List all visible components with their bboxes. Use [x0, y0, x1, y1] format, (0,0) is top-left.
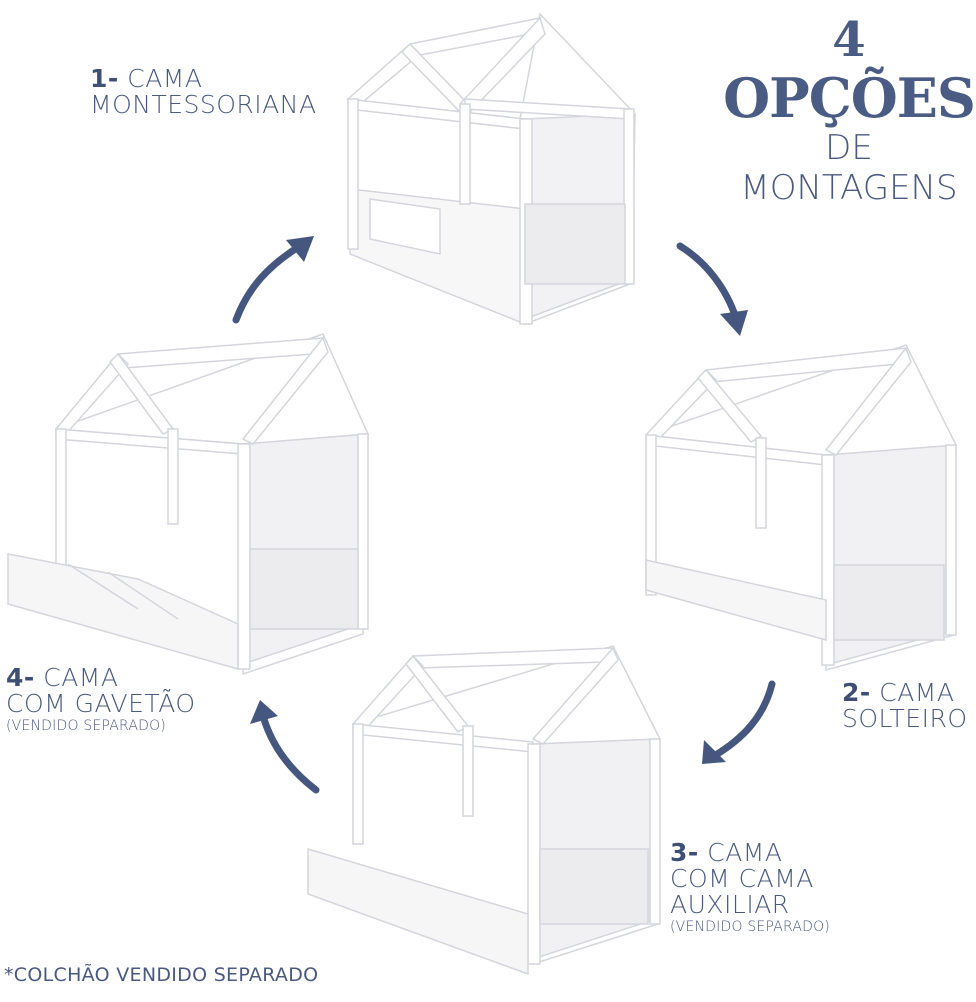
option-4-label: 4- CAMA COM GAVETÃO (VENDIDO SEPARADO)	[6, 665, 196, 735]
option-2-line2: SOLTEIRO	[842, 704, 968, 733]
headline-de: DE	[825, 128, 873, 168]
arrow-up-right-icon	[232, 236, 314, 324]
option-3-number: 3-	[670, 838, 699, 867]
option-4-line2: COM GAVETÃO	[6, 689, 196, 718]
option-3-line1: CAMA	[707, 838, 783, 867]
option-2-number: 2-	[842, 678, 871, 707]
option-1-number: 1-	[90, 64, 119, 93]
arrow-up-left-icon	[250, 700, 320, 794]
option-1-label: 1- CAMA MONTESSORIANA	[90, 66, 317, 118]
option-3-line2: COM CAMA	[670, 864, 814, 893]
bed-gavetao-image	[7, 333, 369, 676]
option-3-label: 3- CAMA COM CAMA AUXILIAR (VENDIDO SEPAR…	[670, 840, 830, 936]
footnote: *COLCHÃO VENDIDO SEPARADO	[4, 964, 319, 986]
bed-montessoriana-image	[346, 12, 636, 326]
option-4-note: (VENDIDO SEPARADO)	[6, 718, 166, 734]
option-3-line3: AUXILIAR	[670, 890, 790, 919]
option-2-line1: CAMA	[879, 678, 955, 707]
arrow-down-right-icon	[676, 242, 748, 336]
headline-montagens: MONTAGENS	[740, 168, 958, 208]
option-4-number: 4-	[6, 663, 35, 692]
headline: 4 OPÇÕES DE MONTAGENS	[722, 12, 976, 208]
bed-auxiliar-image	[307, 645, 661, 976]
headline-number: 4	[832, 12, 866, 68]
option-2-label: 2- CAMA SOLTEIRO	[842, 680, 968, 732]
bed-solteiro-image	[644, 344, 957, 671]
headline-title: OPÇÕES	[723, 66, 976, 130]
option-1-line2: MONTESSORIANA	[90, 90, 317, 119]
option-3-note: (VENDIDO SEPARADO)	[670, 919, 830, 935]
option-4-line1: CAMA	[43, 663, 119, 692]
arrow-down-left-icon	[702, 680, 776, 764]
option-1-line1: CAMA	[127, 64, 203, 93]
